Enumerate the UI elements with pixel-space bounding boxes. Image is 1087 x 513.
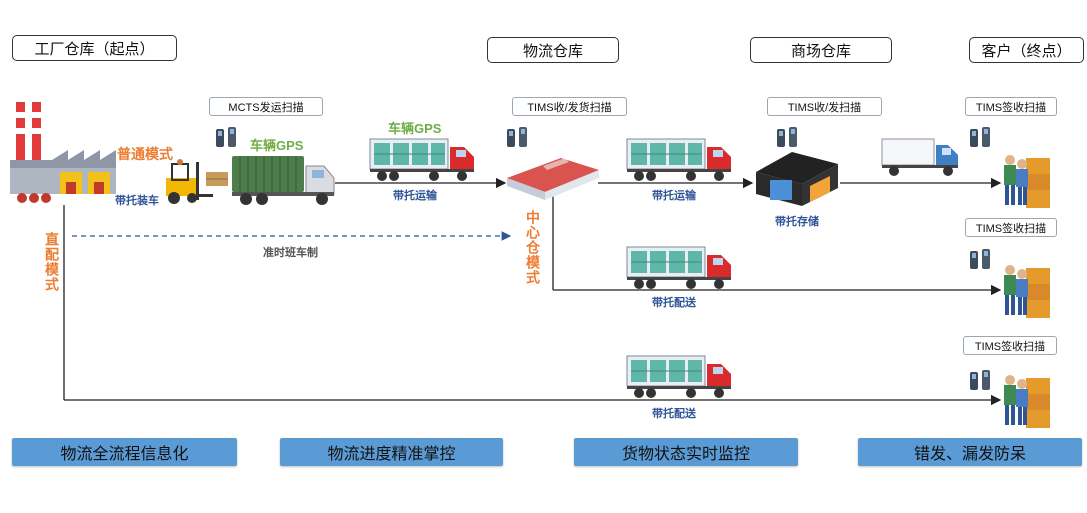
customer-worker-icon [1004,265,1050,318]
banner-error-proofing: 错发、漏发防呆 [858,438,1082,466]
label-pallet-delivery: 带托配送 [652,408,696,420]
customer-worker-icon [1004,375,1050,428]
scanner-icon [970,127,990,147]
trailer-truck-icon [626,246,731,289]
customer-worker-icon [1004,155,1050,208]
forklift-icon [166,159,228,204]
label-pallet-delivery: 带托配送 [652,297,696,309]
truck-icon [232,156,335,205]
trailer-truck-icon [626,138,731,181]
scanner-icon [777,127,797,147]
label-normal-mode: 普通模式 [117,146,173,162]
scanner-icon [507,127,527,147]
label-scheduled-shuttle: 准时班车制 [263,247,318,259]
stage-logistics-warehouse: 物流仓库 [487,37,619,63]
callout-tims-sign-scan: TIMS签收扫描 [965,97,1057,116]
scanner-icon [216,127,236,147]
label-vehicle-gps: 车辆GPS [388,121,442,136]
box-truck-icon [881,138,958,176]
banner-realtime-monitoring: 货物状态实时监控 [574,438,798,466]
mall-warehouse-icon [756,152,838,206]
scanner-icon [970,249,990,269]
callout-tims-mall-scan: TIMS收/发扫描 [767,97,882,116]
label-pallet-transport: 带托运输 [652,190,696,202]
label-direct-mode: 直配模式 [44,232,60,292]
trailer-truck-icon [369,138,474,181]
label-vehicle-gps: 车辆GPS [250,138,304,153]
factory-icon [10,102,116,203]
banner-progress-control: 物流进度精准掌控 [280,438,503,466]
scanner-icon [970,370,990,390]
label-pallet-storage: 带托存储 [775,216,819,228]
label-pallet-loading: 带托装车 [115,195,159,207]
label-central-warehouse-mode: 中心仓模式 [525,210,541,285]
banner-full-process-info: 物流全流程信息化 [12,438,237,466]
callout-tims-logistics-scan: TIMS收/发货扫描 [512,97,627,116]
callout-mcts-scan: MCTS发运扫描 [209,97,323,116]
stage-mall-warehouse: 商场仓库 [750,37,892,63]
label-pallet-transport: 带托运输 [393,190,437,202]
stage-customer: 客户（终点） [969,37,1084,63]
trailer-truck-icon [626,355,731,398]
callout-tims-sign-scan: TIMS签收扫描 [965,218,1057,237]
stage-factory-warehouse: 工厂仓库（起点） [12,35,177,61]
logistics-warehouse-icon [507,158,599,200]
callout-tims-sign-scan: TIMS签收扫描 [963,336,1057,355]
